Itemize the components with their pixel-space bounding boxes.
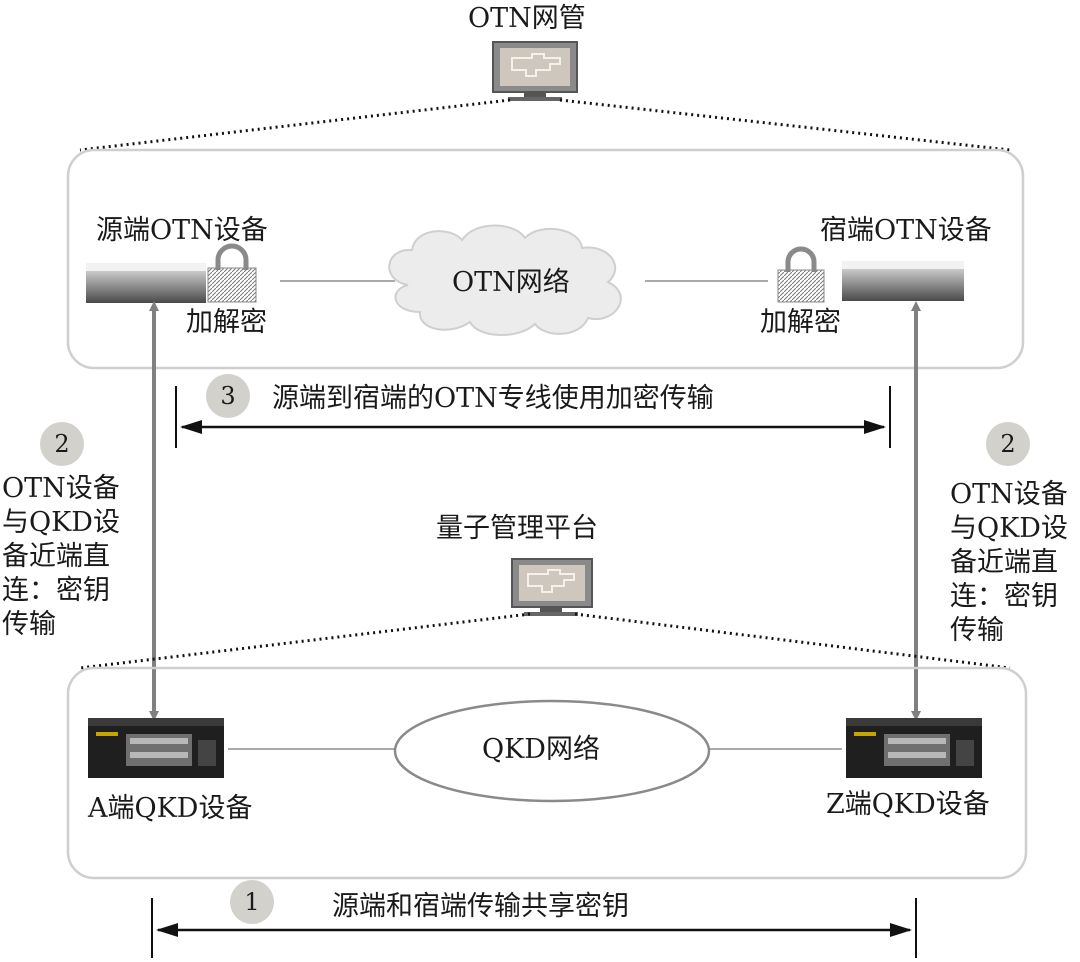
step2-left-number-badge: 2 xyxy=(40,422,84,466)
z-qkd-device-icon xyxy=(846,718,982,778)
step3-number-badge: 3 xyxy=(206,374,250,418)
source-crypto-label: 加解密 xyxy=(186,307,267,338)
step2-left-text: OTN设备 与QKD设 备近端直 连：密钥 传输 xyxy=(2,473,120,640)
source-otn-device-icon xyxy=(86,263,206,303)
otn-manager-link-right xyxy=(559,98,1011,152)
otn-network-label: OTN网络 xyxy=(452,267,570,298)
source-otn-device-label: 源端OTN设备 xyxy=(96,215,268,246)
sink-otn-device-label: 宿端OTN设备 xyxy=(820,215,992,246)
source-lock-icon xyxy=(207,243,257,303)
qkd-network-label: QKD网络 xyxy=(482,734,600,765)
a-qkd-device-icon xyxy=(88,718,224,778)
step2-right-number-badge: 2 xyxy=(986,422,1030,466)
otn-section-box xyxy=(66,148,1025,370)
sink-lock-icon xyxy=(777,246,825,303)
otn-manager-link-left xyxy=(79,98,511,152)
qkd-section-box xyxy=(66,666,1028,880)
qkd-network-ellipse xyxy=(393,699,711,803)
step1-text: 源端和宿端传输共享密钥 xyxy=(332,891,629,922)
otn-network-cloud-icon xyxy=(388,224,622,336)
step1-number-badge: 1 xyxy=(230,880,274,924)
otn-manager-label: OTN网管 xyxy=(468,3,586,34)
quantum-link-left xyxy=(79,612,531,670)
sink-otn-device-icon xyxy=(842,261,964,301)
otn-manager-monitor-icon xyxy=(492,41,578,101)
step2-right-text: OTN设备 与QKD设 备近端直 连：密钥 传输 xyxy=(950,479,1068,646)
quantum-platform-monitor-icon xyxy=(511,558,593,616)
a-qkd-device-label: A端QKD设备 xyxy=(88,793,253,824)
quantum-platform-label: 量子管理平台 xyxy=(436,513,598,544)
quantum-link-right xyxy=(574,612,1011,670)
step3-text: 源端到宿端的OTN专线使用加密传输 xyxy=(272,383,714,414)
sink-crypto-label: 加解密 xyxy=(760,307,841,338)
z-qkd-device-label: Z端QKD设备 xyxy=(826,789,990,820)
